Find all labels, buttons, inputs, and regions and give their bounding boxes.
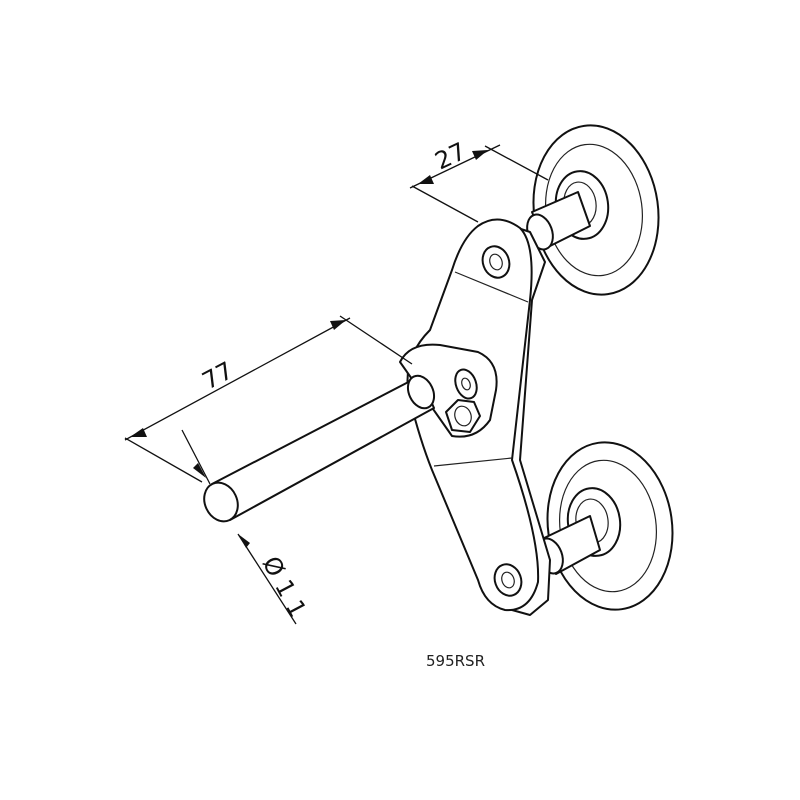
dimension-label-27: 27 bbox=[431, 137, 471, 175]
part-code: 595RSR bbox=[426, 652, 485, 670]
upper-roller bbox=[526, 124, 660, 296]
shaft bbox=[203, 374, 436, 523]
dimension-27: 27 bbox=[409, 137, 549, 223]
hex-nut bbox=[445, 399, 481, 433]
dimension-label-77: 77 bbox=[198, 356, 238, 395]
dimension-label-diameter: Ø 1 1 bbox=[257, 552, 312, 622]
lower-roller bbox=[536, 441, 674, 611]
